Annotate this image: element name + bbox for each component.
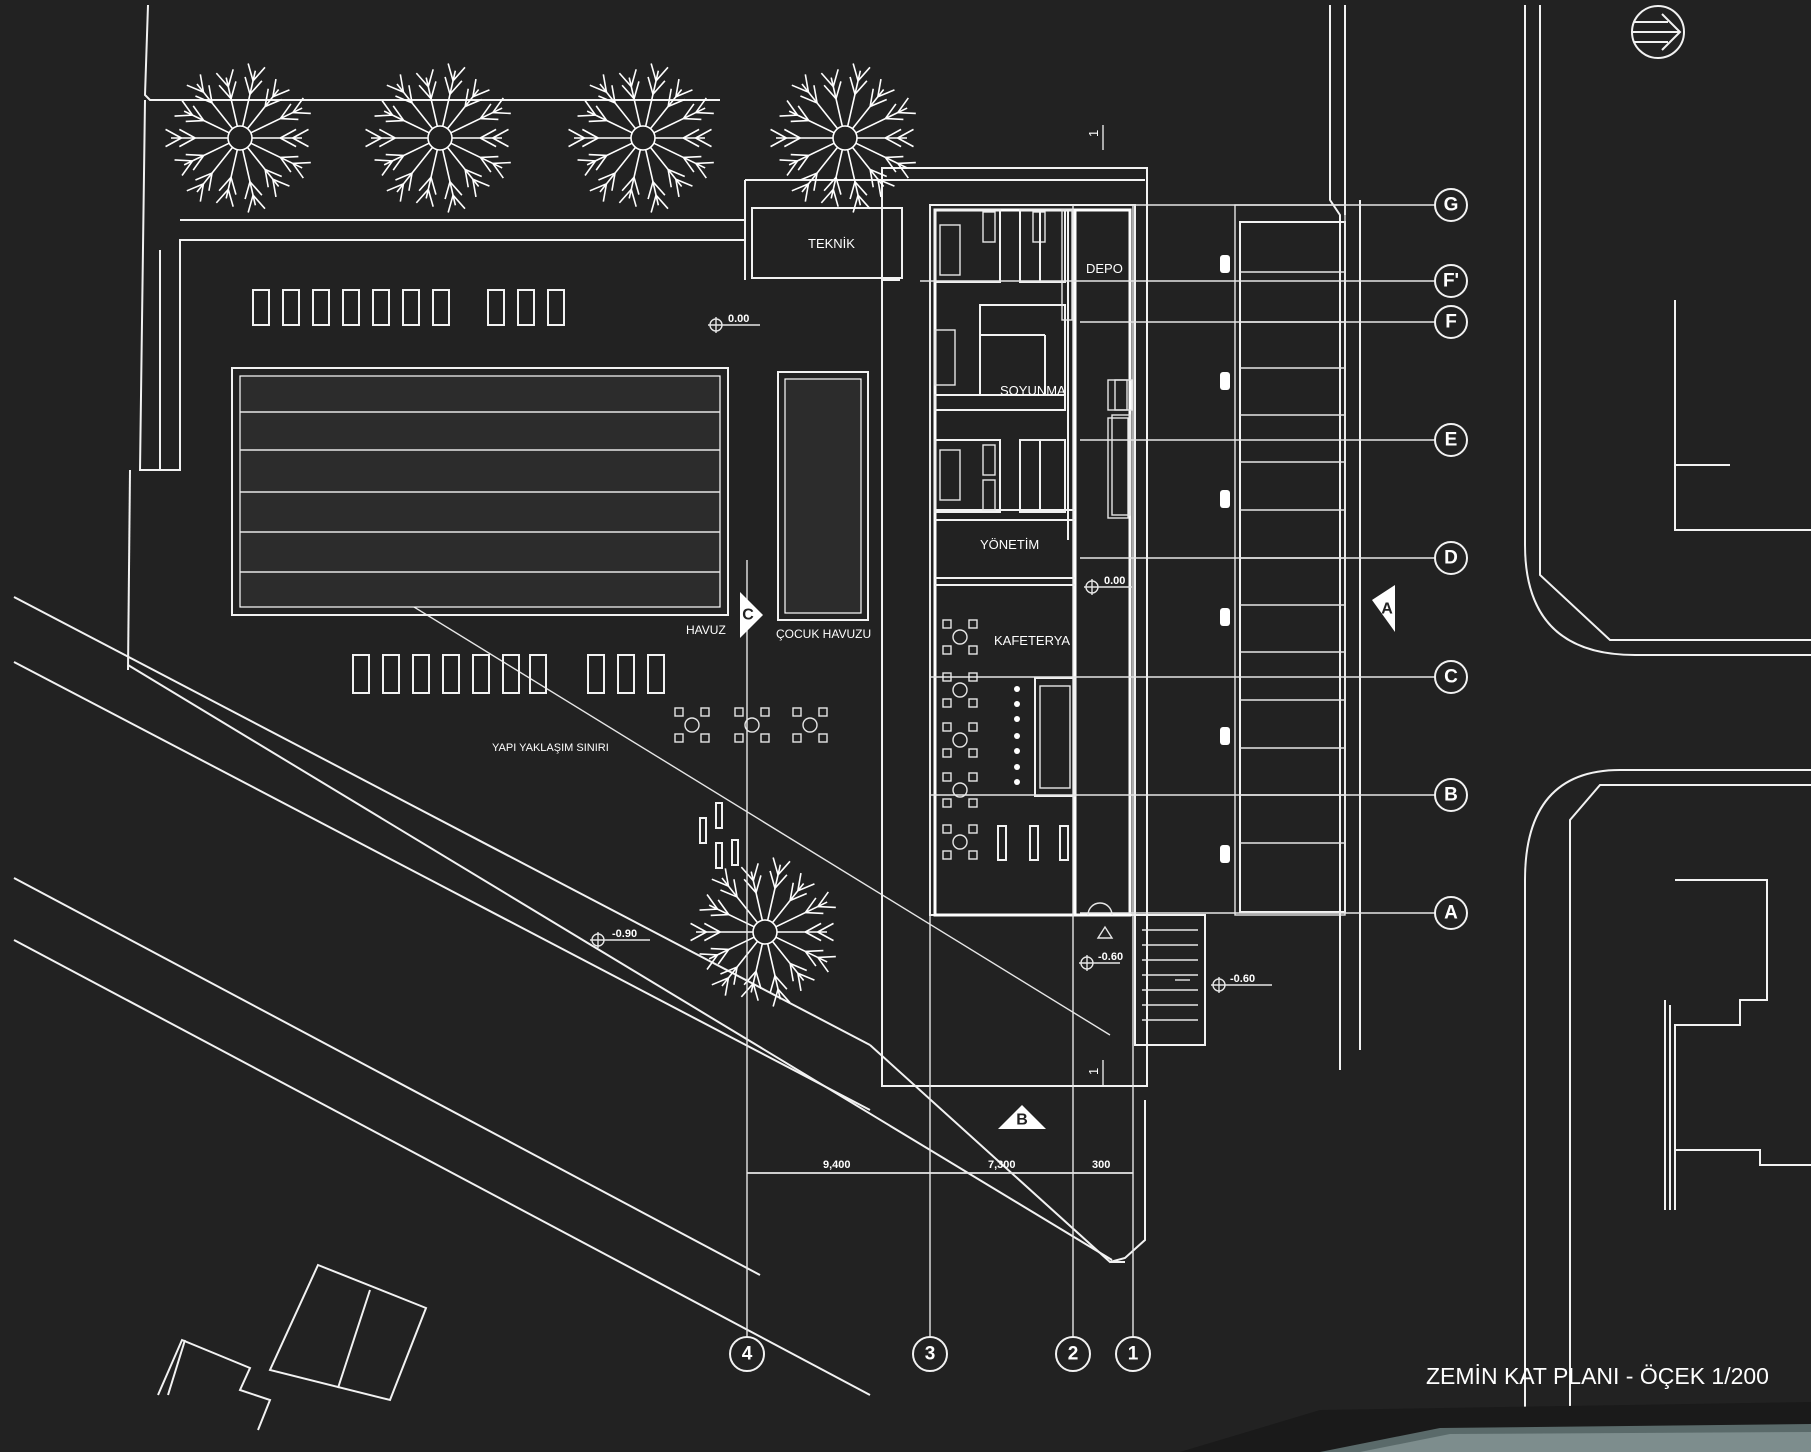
- grid-bubble-F-prime: F': [1434, 264, 1468, 298]
- sunbeds: [252, 289, 739, 869]
- pool-main: [231, 367, 729, 616]
- grid-lines: [746, 125, 1436, 1337]
- level-marker: -0.90: [590, 928, 650, 948]
- road: [13, 499, 1146, 1396]
- svg-text:7,300: 7,300: [988, 1159, 1016, 1171]
- svg-text:B: B: [1016, 1112, 1028, 1129]
- svg-text:4: 4: [742, 1344, 753, 1365]
- svg-text:D: D: [1444, 548, 1458, 569]
- cafe-tables: [674, 619, 978, 860]
- dimension-line: 9,400 7,300 300: [747, 1159, 1133, 1174]
- svg-text:A: A: [1381, 601, 1393, 618]
- grid-bubble-3: 3: [912, 1336, 948, 1372]
- room-label-yonetim: YÖNETİM: [980, 537, 1039, 552]
- neighbor-building: [157, 1263, 428, 1431]
- street-right: [1524, 5, 1811, 1452]
- svg-text:0.00: 0.00: [728, 313, 749, 325]
- grid-bubble-D: D: [1434, 541, 1468, 575]
- room-label-kafeterya: KAFETERYA: [994, 633, 1070, 648]
- grid-bubble-4: 4: [729, 1336, 765, 1372]
- svg-text:-0.60: -0.60: [1230, 973, 1255, 985]
- room-label-depo: DEPO: [1086, 261, 1123, 276]
- svg-text:300: 300: [1092, 1159, 1110, 1171]
- grid-bubble-F: F: [1434, 305, 1468, 339]
- drawing-title: ZEMİN KAT PLANI - ÖÇEK 1/200: [1426, 1363, 1769, 1389]
- svg-text:0.00: 0.00: [1104, 575, 1125, 587]
- grid-bubble-B: B: [1434, 778, 1468, 812]
- grid-bubble-A: A: [1434, 896, 1468, 930]
- north-arrow-icon: [1631, 5, 1685, 59]
- svg-text:C: C: [1444, 667, 1458, 688]
- section-1-bottom: 1: [1086, 1068, 1101, 1075]
- section-mark-c: C: [740, 592, 763, 638]
- label-yapi-yaklasim-siniri: YAPI YAKLAŞIM SINIRI: [492, 742, 609, 754]
- section-1-top: 1: [1086, 130, 1101, 137]
- building: [744, 167, 1206, 1087]
- svg-text:3: 3: [925, 1344, 936, 1365]
- svg-text:B: B: [1444, 785, 1458, 806]
- section-mark-b: B: [998, 1105, 1046, 1129]
- photo-strip: [1180, 1402, 1811, 1452]
- svg-text:E: E: [1445, 430, 1458, 451]
- grid-bubble-2: 2: [1055, 1336, 1091, 1372]
- svg-text:A: A: [1444, 903, 1458, 924]
- tree-icon: [568, 63, 714, 213]
- room-label-soyunma: SOYUNMA: [1000, 383, 1066, 398]
- tree-icon: [690, 857, 836, 1007]
- parking-area: [1220, 200, 1361, 1070]
- tree-icon: [770, 63, 916, 213]
- tree-icon: [165, 63, 311, 213]
- room-label-havuz: HAVUZ: [686, 623, 726, 637]
- svg-text:C: C: [742, 607, 754, 624]
- level-marker: 0.00: [708, 313, 760, 333]
- level-marker: -0.60: [1211, 973, 1272, 993]
- grid-bubble-C: C: [1434, 660, 1468, 694]
- svg-text:2: 2: [1068, 1344, 1079, 1365]
- level-marker: 0.00: [1084, 575, 1132, 595]
- grid-bubble-1: 1: [1115, 1336, 1151, 1372]
- svg-text:1: 1: [1128, 1344, 1139, 1365]
- level-marker: -0.60: [1079, 951, 1123, 971]
- trees: [165, 63, 916, 1007]
- svg-text:F': F': [1443, 271, 1459, 292]
- room-label-cocuk-havuzu: ÇOCUK HAVUZU: [776, 627, 871, 641]
- svg-text:9,400: 9,400: [823, 1159, 851, 1171]
- grid-bubble-E: E: [1434, 423, 1468, 457]
- svg-text:-0.90: -0.90: [612, 928, 637, 940]
- tree-icon: [365, 63, 511, 213]
- svg-text:F: F: [1445, 312, 1457, 333]
- section-mark-a: A: [1372, 585, 1395, 632]
- grid-bubble-G: G: [1434, 188, 1468, 222]
- pool-child: [777, 371, 869, 621]
- room-label-teknik: TEKNİK: [808, 236, 855, 251]
- svg-text:-0.60: -0.60: [1098, 951, 1123, 963]
- svg-text:G: G: [1444, 195, 1459, 216]
